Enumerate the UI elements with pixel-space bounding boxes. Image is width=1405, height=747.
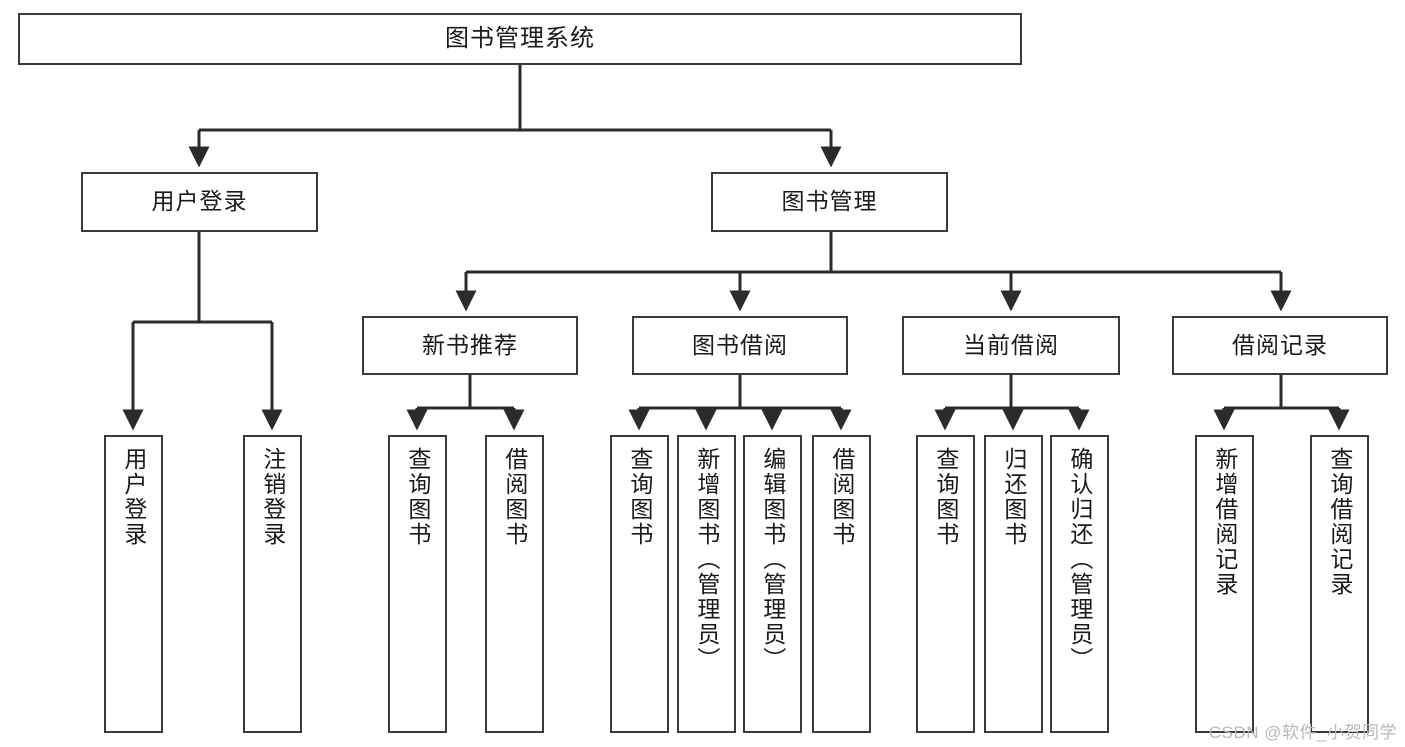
leaf-add-borrow-record[interactable]: 新增借阅记录 [1195,435,1254,733]
leaf-query-book-borrow[interactable]: 查询图书 [610,435,669,733]
node-new-book-recommend[interactable]: 新书推荐 [362,316,578,375]
leaf-user-login[interactable]: 用户登录 [104,435,163,733]
leaf-borrow-book-recommend[interactable]: 借阅图书 [485,435,544,733]
leaf-label: 借阅图书 [828,447,855,547]
leaf-label: 确认归还（管理员） [1066,447,1093,672]
leaf-borrow-book[interactable]: 借阅图书 [812,435,871,733]
leaf-query-book-recommend[interactable]: 查询图书 [388,435,447,733]
leaf-confirm-return[interactable]: 确认归还（管理员） [1050,435,1109,733]
leaf-label: 查询图书 [404,447,431,547]
leaf-label: 用户登录 [120,447,147,547]
leaf-edit-book[interactable]: 编辑图书（管理员） [743,435,802,733]
leaf-label: 查询借阅记录 [1326,447,1353,597]
node-user-login[interactable]: 用户登录 [81,172,318,232]
leaf-label: 新增图书（管理员） [693,447,720,672]
leaf-label: 归还图书 [1000,447,1027,547]
node-book-borrow[interactable]: 图书借阅 [632,316,848,375]
node-borrow-record[interactable]: 借阅记录 [1172,316,1388,375]
leaf-label: 查询图书 [932,447,959,547]
node-book-manage[interactable]: 图书管理 [711,172,948,232]
leaf-label: 借阅图书 [501,447,528,547]
leaf-return-book[interactable]: 归还图书 [984,435,1043,733]
leaf-label: 编辑图书（管理员） [759,447,786,672]
leaf-query-book-current[interactable]: 查询图书 [916,435,975,733]
leaf-query-borrow-record[interactable]: 查询借阅记录 [1310,435,1369,733]
node-current-borrow[interactable]: 当前借阅 [902,316,1120,375]
leaf-label: 注销登录 [259,447,286,547]
leaf-label: 查询图书 [626,447,653,547]
node-root[interactable]: 图书管理系统 [18,13,1022,65]
leaf-add-book[interactable]: 新增图书（管理员） [677,435,736,733]
leaf-label: 新增借阅记录 [1211,447,1238,597]
leaf-logout[interactable]: 注销登录 [243,435,302,733]
watermark-text: CSDN @软件_小贺同学 [1208,723,1397,742]
